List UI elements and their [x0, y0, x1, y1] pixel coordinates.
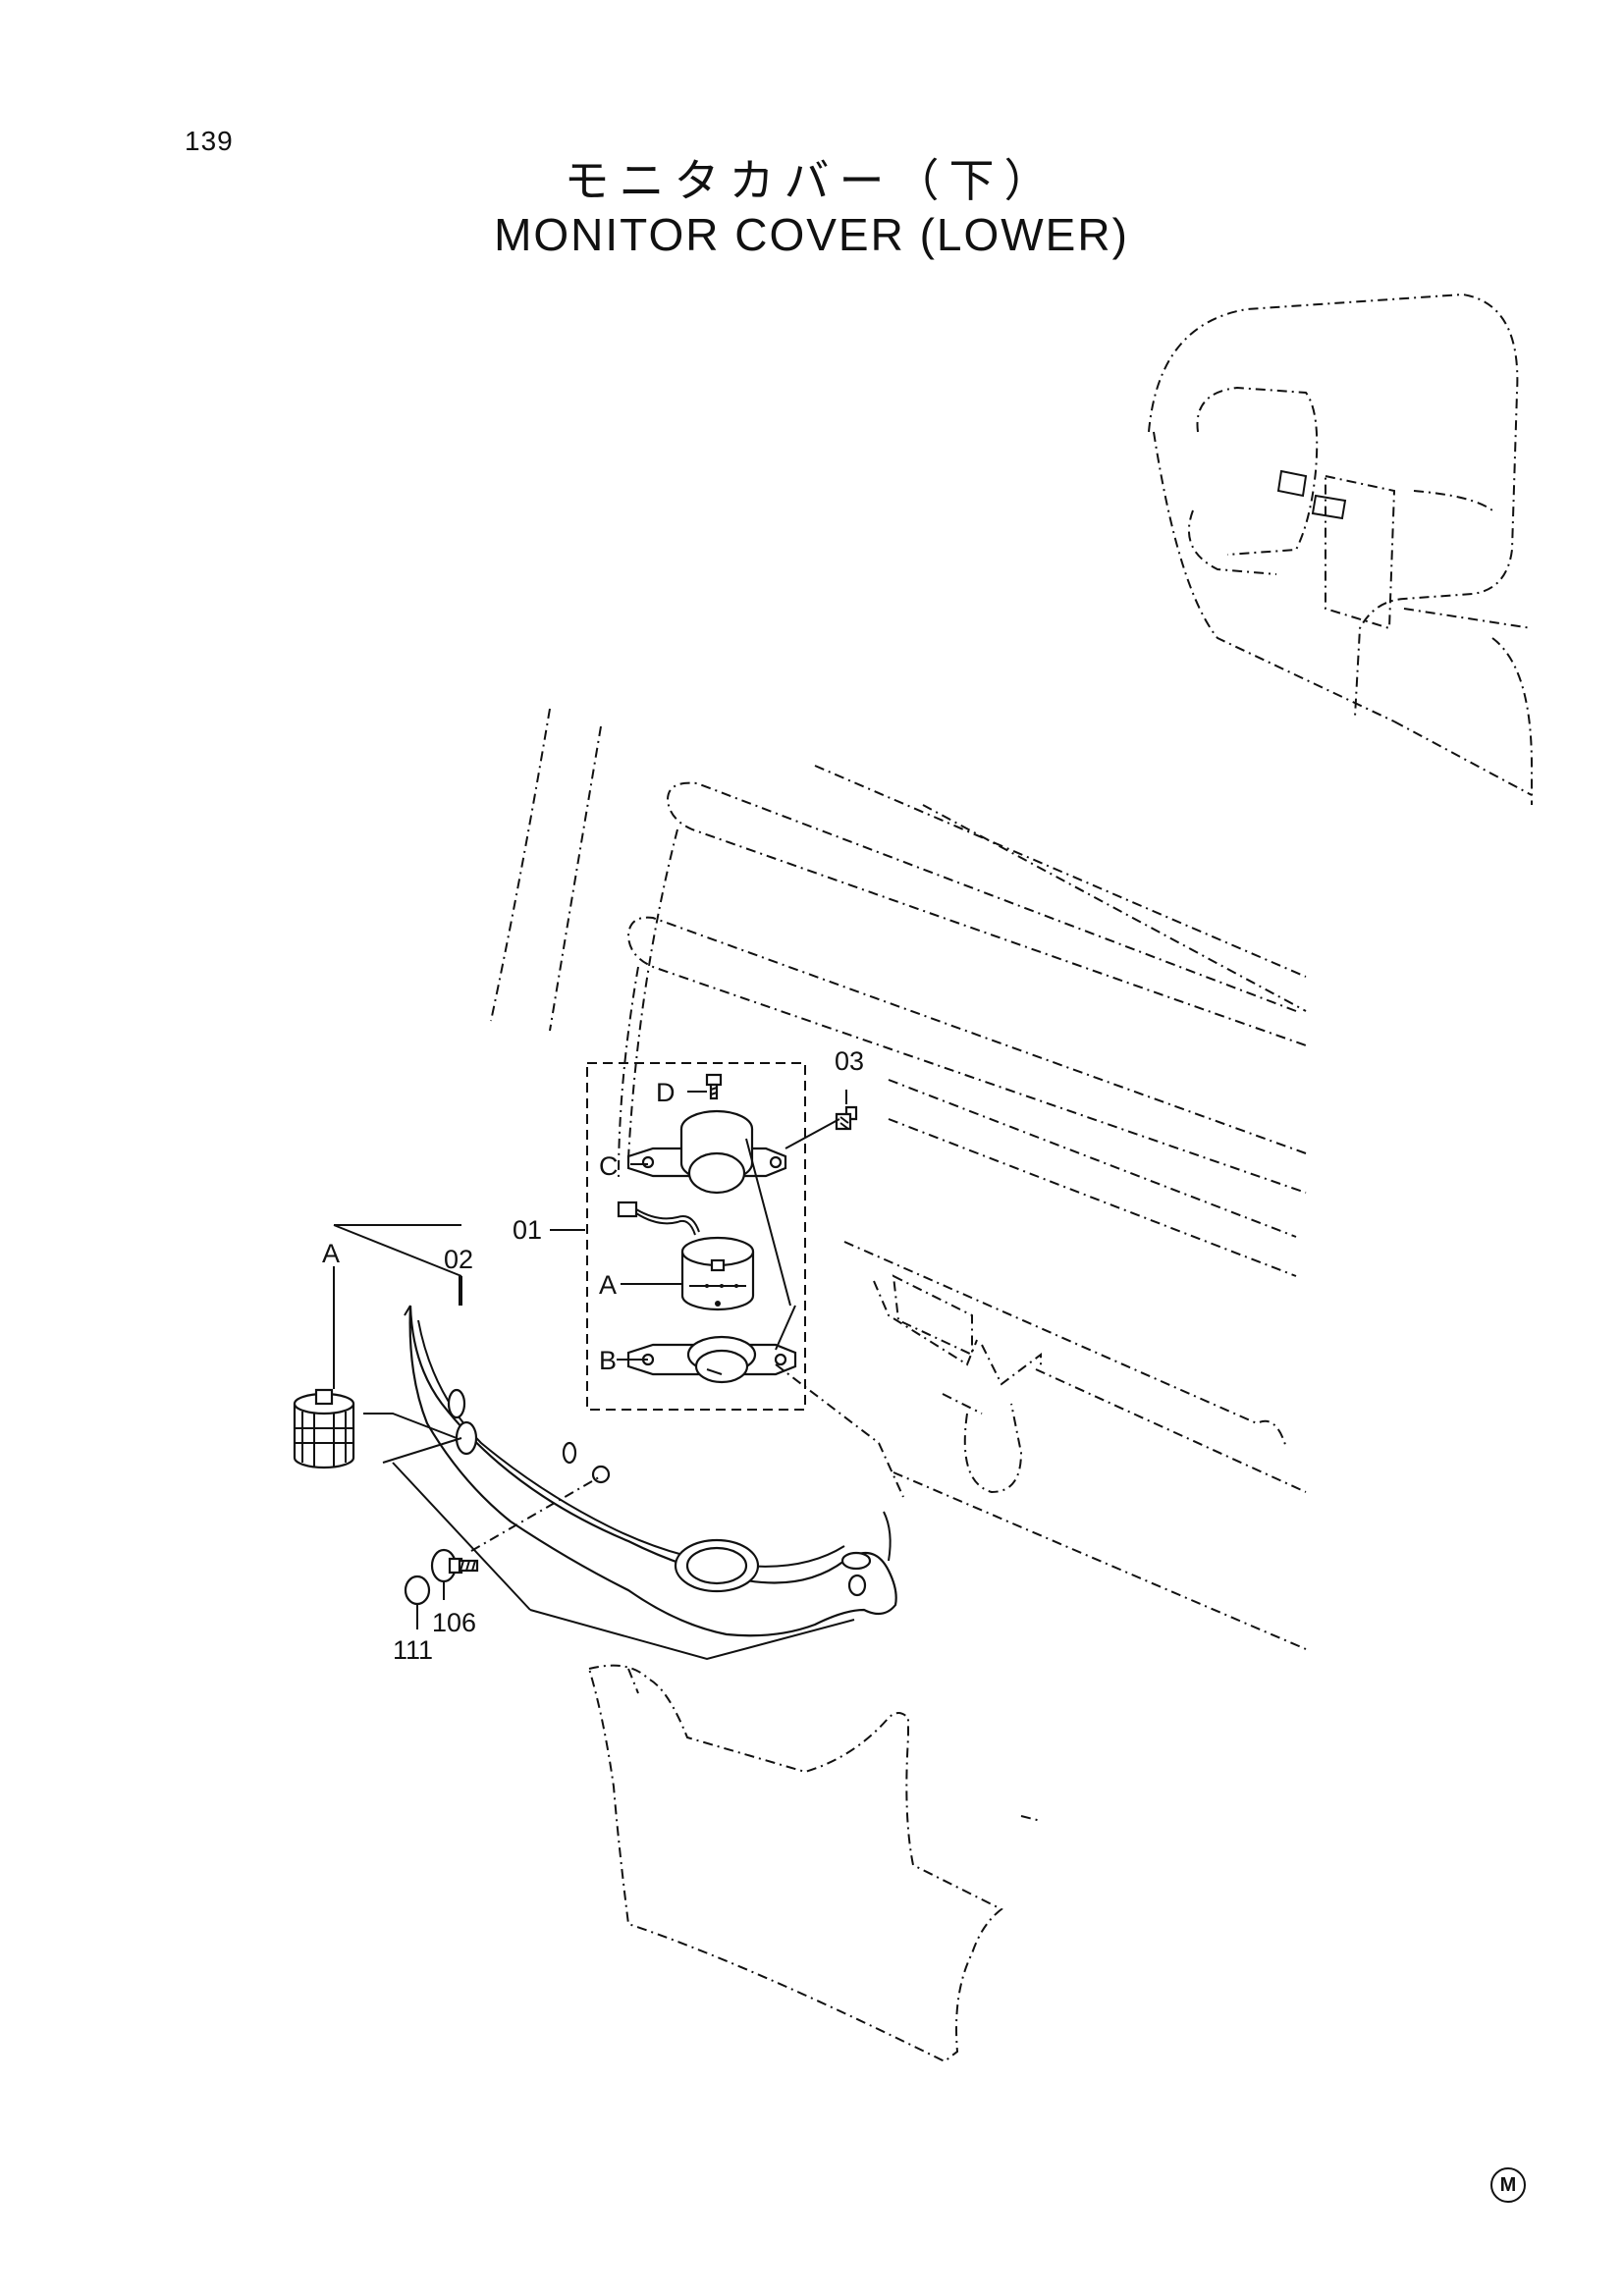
callout-02: 02 [444, 1245, 473, 1274]
monitor-cover-lower [404, 1305, 897, 1637]
registered-mark: M [1490, 2167, 1526, 2203]
leader-lines [333, 1090, 847, 1629]
page-title-japanese: モニタカバー（下） [564, 154, 1059, 207]
callout-d: D [656, 1078, 676, 1107]
pillar-lines [490, 708, 602, 1032]
bracket-b [626, 1335, 797, 1384]
bracket-c [626, 1109, 787, 1195]
bolt-106 [430, 1548, 479, 1583]
gauge-a [680, 1236, 755, 1311]
callout-a-gauge: A [599, 1270, 617, 1300]
connector-wire [617, 1201, 700, 1236]
alignment-lines [333, 1118, 904, 1661]
callout-106: 106 [432, 1608, 476, 1637]
callout-01: 01 [513, 1215, 542, 1245]
cap-111 [404, 1575, 431, 1606]
lower-side-panel [587, 1664, 1042, 2063]
callout-a-clip: A [322, 1239, 340, 1268]
screw-d [705, 1073, 723, 1100]
callout-c: C [599, 1151, 619, 1181]
handrails [618, 765, 1307, 1277]
page-number: 139 [185, 126, 234, 156]
callout-03: 03 [835, 1046, 864, 1076]
cab-outline [1148, 293, 1533, 805]
clip-a [293, 1388, 355, 1469]
callout-b: B [599, 1346, 617, 1375]
screw-03 [835, 1105, 858, 1131]
callout-labels: 03 D C 01 A B A 02 106 111 [322, 1046, 864, 1665]
callout-111: 111 [393, 1635, 433, 1665]
page-title-english: MONITOR COVER (LOWER) [494, 209, 1129, 260]
console-outline [843, 1241, 1307, 1650]
